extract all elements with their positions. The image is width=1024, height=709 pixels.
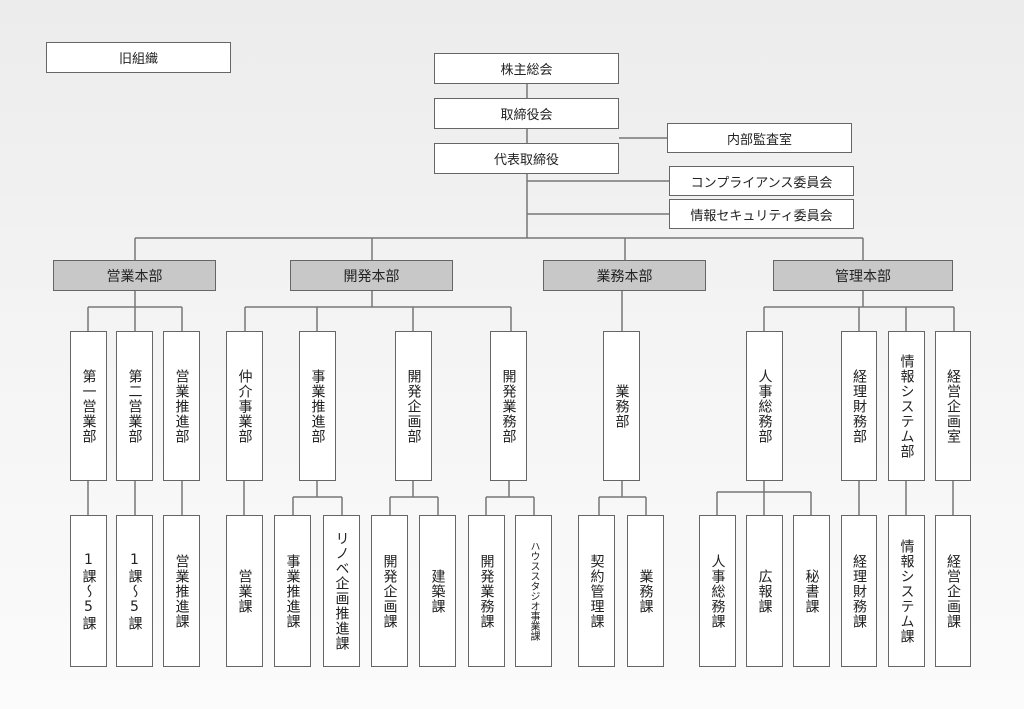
shareholders-meeting-box: 株主総会 — [434, 53, 619, 84]
section-box: 経理財務課 — [841, 515, 877, 667]
division-box: 開発本部 — [290, 260, 453, 291]
section-box: 事業推進課 — [274, 515, 311, 667]
internal-audit-box: 内部監査室 — [667, 123, 852, 153]
department-box: 開発企画部 — [395, 331, 432, 481]
section-box: 経営企画課 — [935, 515, 971, 667]
section-box: 業務課 — [627, 515, 664, 667]
division-box: 管理本部 — [773, 260, 953, 291]
representative-director-box: 代表取締役 — [434, 143, 619, 174]
section-box: 建築課 — [419, 515, 456, 667]
division-box: 営業本部 — [53, 260, 216, 291]
department-box: 第二営業部 — [116, 331, 153, 481]
section-box: 秘書課 — [793, 515, 830, 667]
security-committee-box: 情報セキュリティ委員会 — [669, 199, 854, 229]
department-box: 経営企画室 — [935, 331, 971, 481]
section-box: 人事総務課 — [699, 515, 736, 667]
board-of-directors-box: 取締役会 — [434, 98, 619, 129]
section-box: 開発業務課 — [468, 515, 505, 667]
section-box: 広報課 — [746, 515, 783, 667]
section-box: 営業推進課 — [163, 515, 200, 667]
section-box: リノベ企画推進課 — [323, 515, 360, 667]
department-box: 経理財務部 — [841, 331, 877, 481]
department-box: 情報システム部 — [888, 331, 925, 481]
division-box: 業務本部 — [543, 260, 706, 291]
department-box: 第一営業部 — [70, 331, 107, 481]
department-box: 業務部 — [603, 331, 640, 481]
section-box: ハウススタジオ事業課 — [515, 515, 552, 667]
department-box: 人事総務部 — [746, 331, 783, 481]
section-box: 情報システム課 — [888, 515, 925, 667]
section-box: 開発企画課 — [371, 515, 408, 667]
section-box: 契約管理課 — [578, 515, 615, 667]
compliance-committee-box: コンプライアンス委員会 — [669, 166, 854, 196]
section-box: 1課～5課 — [116, 515, 153, 667]
department-box: 事業推進部 — [299, 331, 336, 481]
section-box: 営業課 — [226, 515, 263, 667]
department-box: 営業推進部 — [163, 331, 200, 481]
old-organization-label: 旧組織 — [46, 42, 231, 73]
section-box: 1課～5課 — [70, 515, 107, 667]
department-box: 開発業務部 — [490, 331, 527, 481]
department-box: 仲介事業部 — [226, 331, 263, 481]
